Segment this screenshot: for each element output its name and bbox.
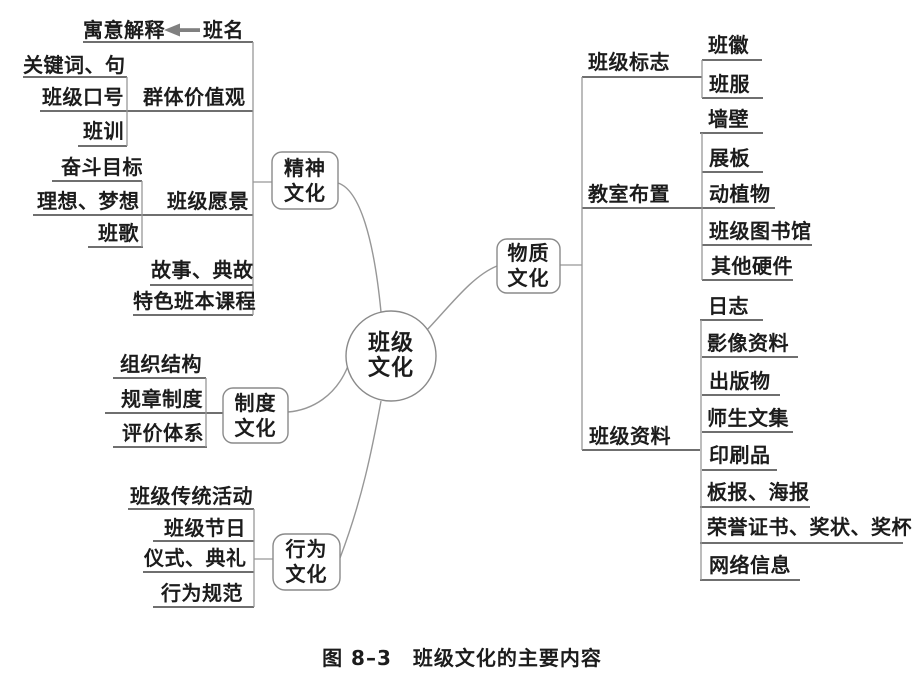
label-board: 展板 bbox=[709, 146, 750, 170]
spirit-node-box bbox=[271, 151, 339, 210]
behavior-node-box bbox=[272, 533, 341, 591]
behavior-line1: 行为 bbox=[285, 537, 328, 561]
system-node-label: 制度 文化 bbox=[223, 388, 288, 443]
label-evaluation: 评价体系 bbox=[122, 421, 204, 445]
label-ceremony: 仪式、典礼 bbox=[144, 546, 247, 570]
material-node-label: 物质 文化 bbox=[497, 239, 560, 293]
label-ideal: 理想、梦想 bbox=[37, 189, 140, 213]
label-meaning: 寓意解释 bbox=[83, 18, 165, 42]
material-underlines bbox=[582, 59, 903, 581]
label-hardware: 其他硬件 bbox=[711, 254, 793, 278]
label-structure: 组织结构 bbox=[120, 352, 202, 376]
spirit-node-label: 精神 文化 bbox=[272, 152, 338, 209]
spirit-line1: 精神 bbox=[284, 155, 326, 180]
system-line1: 制度 bbox=[234, 390, 277, 415]
label-web: 网络信息 bbox=[709, 553, 791, 577]
label-festival: 班级节日 bbox=[164, 516, 246, 540]
spirit-verticals bbox=[126, 42, 272, 315]
label-classroom: 教室布置 bbox=[588, 182, 670, 206]
label-motto: 班训 bbox=[83, 119, 124, 143]
material-line2: 文化 bbox=[507, 266, 550, 290]
center-node-label: 班级 文化 bbox=[345, 330, 437, 382]
label-print: 印刷品 bbox=[709, 443, 771, 467]
figure-caption: 图 8–3 班级文化的主要内容 bbox=[322, 646, 602, 670]
label-emblem: 班徽 bbox=[708, 33, 749, 57]
behavior-line2: 文化 bbox=[285, 562, 328, 586]
label-journal: 日志 bbox=[708, 294, 749, 318]
node-shapes bbox=[222, 151, 561, 591]
label-tradition: 班级传统活动 bbox=[130, 484, 253, 508]
behavior-node-label: 行为 文化 bbox=[273, 534, 340, 590]
center-line2: 文化 bbox=[367, 356, 414, 381]
label-publication: 出版物 bbox=[709, 369, 771, 393]
spirit-underlines bbox=[23, 41, 253, 316]
label-rules: 规章制度 bbox=[121, 387, 203, 411]
label-uniform: 班服 bbox=[709, 72, 750, 96]
system-node-box bbox=[222, 387, 289, 444]
label-keywords: 关键词、句 bbox=[23, 53, 126, 77]
spirit-line2: 文化 bbox=[284, 180, 326, 205]
behavior-verticals bbox=[253, 509, 273, 607]
system-line2: 文化 bbox=[234, 415, 277, 440]
label-poster: 板报、海报 bbox=[707, 480, 810, 504]
behavior-underlines bbox=[128, 508, 254, 608]
label-archives: 班级资料 bbox=[589, 424, 671, 448]
label-song: 班歌 bbox=[98, 221, 139, 245]
material-verticals bbox=[560, 60, 703, 580]
material-line1: 物质 bbox=[507, 241, 550, 265]
label-course: 特色班本课程 bbox=[133, 289, 256, 313]
center-line1: 班级 bbox=[367, 331, 414, 356]
label-story: 故事、典故 bbox=[151, 258, 254, 282]
system-underlines bbox=[105, 377, 223, 448]
label-class-name: 班名 bbox=[203, 18, 244, 42]
label-plants: 动植物 bbox=[709, 182, 771, 206]
label-values: 群体价值观 bbox=[143, 85, 246, 109]
label-norms: 行为规范 bbox=[161, 581, 243, 605]
label-video: 影像资料 bbox=[707, 331, 789, 355]
label-goal: 奋斗目标 bbox=[61, 155, 143, 179]
label-wall: 墙壁 bbox=[708, 107, 749, 131]
center-circle bbox=[345, 310, 437, 402]
left-arrow-icon bbox=[164, 23, 200, 37]
label-anthology: 师生文集 bbox=[707, 406, 789, 430]
label-awards: 荣誉证书、奖状、奖杯 bbox=[707, 515, 912, 539]
label-slogan: 班级口号 bbox=[42, 85, 124, 109]
material-node-box bbox=[496, 238, 561, 294]
branch-curves bbox=[287, 182, 498, 559]
label-vision: 班级愿景 bbox=[167, 189, 249, 213]
label-logo: 班级标志 bbox=[588, 50, 670, 74]
label-library: 班级图书馆 bbox=[709, 219, 812, 243]
